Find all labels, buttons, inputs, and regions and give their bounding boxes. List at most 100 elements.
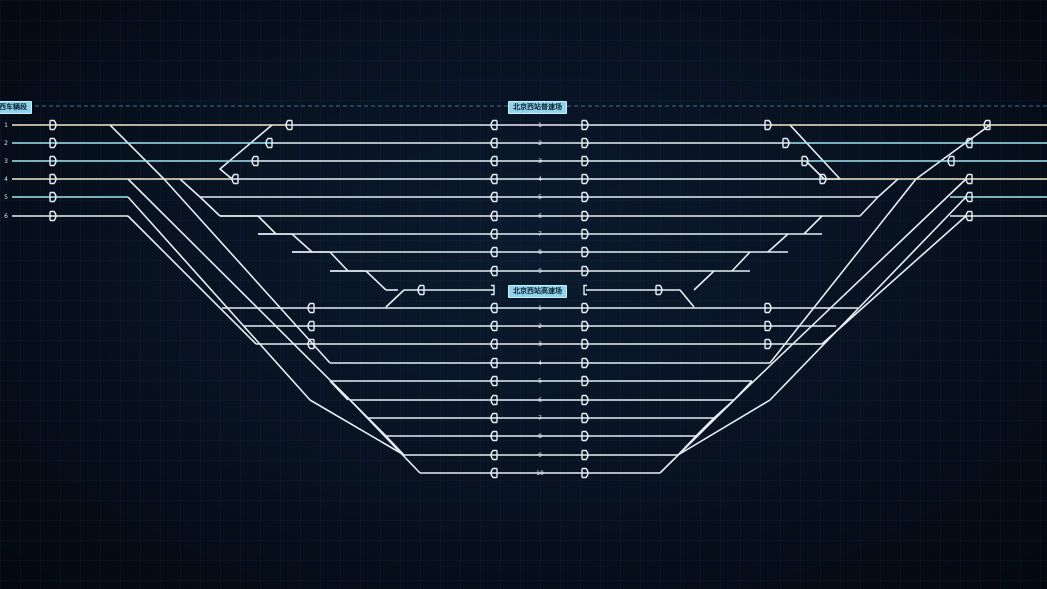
left-yard-signal-6: [49, 210, 57, 222]
ordinary-signal-west-1: [490, 119, 498, 131]
middle-siding-signal-east: [655, 284, 663, 296]
highspeed-signal-west-7: [490, 412, 498, 424]
ordinary-east-crossover-b: [805, 160, 825, 180]
ordinary-signal-west-end-1: [285, 119, 293, 131]
highspeed-signal-east-6: [581, 394, 589, 406]
right-approach-signal-4: [965, 173, 973, 185]
highspeed-signal-east-4: [581, 357, 589, 369]
ordinary-track-number-7: 7: [538, 231, 542, 238]
ordinary-signal-west-end-3: [251, 155, 259, 167]
left-yard-track-number-3: 3: [4, 158, 8, 165]
ordinary-station-label: 北京西站普速场: [508, 101, 567, 114]
highspeed-east-approach-4: [821, 215, 967, 345]
highspeed-east-fan-4: [677, 435, 697, 456]
ordinary-signal-west-2: [490, 137, 498, 149]
ordinary-signal-east-end-4: [819, 173, 827, 185]
highspeed-west-approach-3: [127, 196, 405, 456]
highspeed-track-number-7: 7: [538, 415, 542, 422]
highspeed-west-fan-1: [329, 380, 349, 401]
highspeed-signal-east-5: [581, 375, 589, 387]
ordinary-east-fan-b: [859, 196, 879, 217]
right-approach-signal-5: [965, 191, 973, 203]
highspeed-west-approach-4: [127, 215, 257, 345]
ordinary-signal-east-1: [581, 119, 589, 131]
highspeed-signal-east-2: [581, 320, 589, 332]
ordinary-track-number-3: 3: [538, 158, 542, 165]
highspeed-signal-east-1: [581, 302, 589, 314]
left-yard-signal-4: [49, 173, 57, 185]
ordinary-signal-east-8: [581, 246, 589, 258]
right-approach-signal-6: [965, 210, 973, 222]
ordinary-west-fan-e: [329, 251, 349, 272]
highspeed-track-number-2: 2: [538, 323, 542, 330]
highspeed-signal-east-7: [581, 412, 589, 424]
left-yard-signal-5: [49, 191, 57, 203]
ordinary-signal-east-4: [581, 173, 589, 185]
left-yard-track-number-1: 1: [4, 122, 8, 129]
ordinary-signal-west-8: [490, 246, 498, 258]
ordinary-signal-east-end-3: [801, 155, 809, 167]
ordinary-track-number-4: 4: [538, 176, 542, 183]
ordinary-east-fan-a: [877, 178, 899, 198]
highspeed-signal-west-end-3: [307, 338, 315, 350]
ordinary-signal-west-6: [490, 210, 498, 222]
highspeed-signal-east-end-2: [764, 320, 772, 332]
ordinary-signal-east-9: [581, 265, 589, 277]
highspeed-west-fan-4: [385, 435, 405, 456]
highspeed-track-number-8: 8: [538, 433, 542, 440]
ordinary-signal-east-end-1: [764, 119, 772, 131]
highspeed-signal-east-9: [581, 449, 589, 461]
left-yard-track-number-6: 6: [4, 213, 8, 220]
ordinary-signal-east-6: [581, 210, 589, 222]
highspeed-east-approach-3: [677, 196, 967, 456]
ordinary-signal-west-4: [490, 173, 498, 185]
ordinary-east-fan-c: [803, 215, 823, 235]
highspeed-signal-west-6: [490, 394, 498, 406]
ordinary-track-number-2: 2: [538, 140, 542, 147]
ordinary-track-number-1: 1: [538, 122, 542, 129]
ordinary-west-fan-f: [365, 270, 387, 291]
ordinary-east-fan-e: [731, 251, 751, 272]
left-yard-track-number-5: 5: [4, 194, 8, 201]
highspeed-east-fan-1: [733, 380, 753, 401]
ordinary-signal-east-3: [581, 155, 589, 167]
highspeed-signal-west-end-1: [307, 302, 315, 314]
highspeed-station-label: 北京西站高速场: [508, 285, 567, 298]
highspeed-track-number-10: 10: [536, 470, 544, 477]
ordinary-track-number-8: 8: [538, 249, 542, 256]
highspeed-signal-west-5: [490, 375, 498, 387]
highspeed-signal-west-end-2: [307, 320, 315, 332]
ordinary-west-fan-c: [257, 215, 277, 235]
highspeed-signal-west-10: [490, 467, 498, 479]
ordinary-signal-west-7: [490, 228, 498, 240]
left-yard-track-number-4: 4: [4, 176, 8, 183]
ordinary-west-fan-a: [179, 178, 201, 198]
highspeed-track-number-5: 5: [538, 378, 542, 385]
ordinary-signal-west-9: [490, 265, 498, 277]
highspeed-signal-west-8: [490, 430, 498, 442]
ordinary-signal-west-3: [490, 155, 498, 167]
highspeed-signal-east-10: [581, 467, 589, 479]
ordinary-east-fan-d: [767, 233, 789, 253]
highspeed-signal-east-end-3: [764, 338, 772, 350]
ordinary-signal-east-end-2: [782, 137, 790, 149]
ordinary-west-fan-d: [291, 233, 313, 253]
middle-siding-bracket-west: [491, 284, 495, 296]
highspeed-east-fan-3: [695, 417, 715, 437]
highspeed-track-number-9: 9: [538, 452, 542, 459]
highspeed-signal-east-8: [581, 430, 589, 442]
middle-siding-east-switch: [660, 289, 695, 308]
left-yard-label: 西车辆段: [0, 101, 32, 114]
ordinary-west-crossover: [219, 124, 273, 180]
highspeed-signal-west-2: [490, 320, 498, 332]
highspeed-east-fan-2: [713, 399, 735, 419]
highspeed-west-fan-2: [349, 399, 369, 419]
highspeed-signal-west-4: [490, 357, 498, 369]
ordinary-signal-east-5: [581, 191, 589, 203]
middle-siding-bracket-east: [583, 284, 587, 296]
right-approach-signal-1: [983, 119, 991, 131]
ordinary-signal-west-end-2: [265, 137, 273, 149]
highspeed-signal-west-3: [490, 338, 498, 350]
